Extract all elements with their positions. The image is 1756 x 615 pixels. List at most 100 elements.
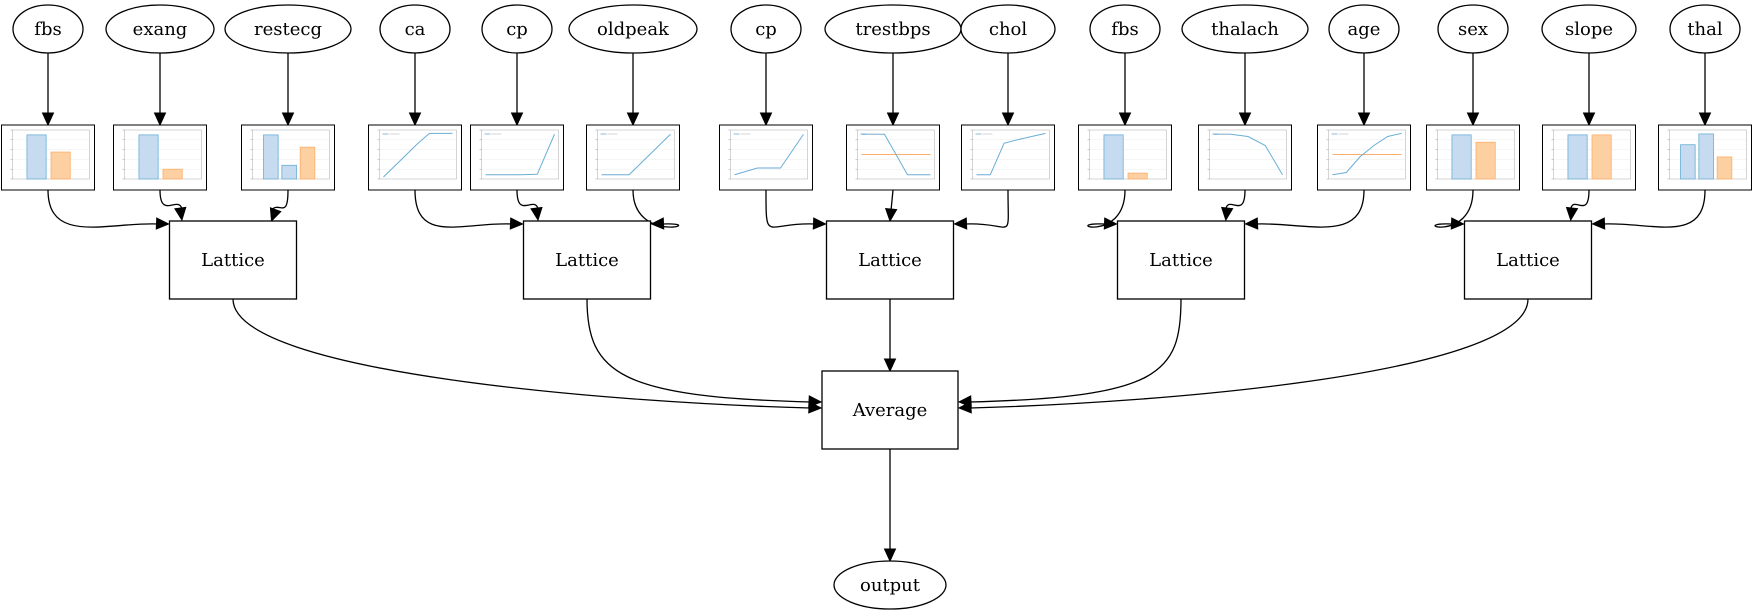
input-ellipse: [105, 4, 215, 54]
edge-calibrator-to-lattice: [632, 189, 680, 230]
input-ellipse: [960, 4, 1056, 54]
calibrator-bar: [1716, 156, 1733, 180]
calibrator-bar: [1127, 172, 1148, 180]
output-node: output: [833, 560, 947, 610]
input-node-sex: sex: [1437, 4, 1509, 54]
input-label: slope: [1565, 19, 1613, 40]
calibrator-bar: [1475, 141, 1496, 180]
average-label: Average: [852, 400, 928, 421]
edge-calibrator-to-lattice: [516, 189, 543, 222]
edge-input-to-calibrator: [759, 53, 773, 127]
calibrator-plot-10: [1078, 124, 1172, 191]
edge-calibrator-to-lattice: [47, 189, 170, 230]
input-node-thal: thal: [1669, 4, 1741, 54]
calibrator-line: [734, 133, 804, 176]
edge-input-to-calibrator: [510, 53, 524, 127]
calibrator-bar: [299, 146, 316, 180]
input-node-fbs: fbs: [1089, 4, 1161, 54]
edge-calibrator-to-lattice: [953, 189, 1009, 230]
edge-input-to-calibrator: [626, 53, 640, 127]
input-ellipse: [730, 4, 802, 54]
lattice-node-4: Lattice: [1116, 220, 1246, 300]
calibrator-bar: [1680, 144, 1696, 180]
edge-input-to-calibrator: [153, 53, 167, 127]
edge-input-to-calibrator: [1001, 53, 1015, 127]
calibrator-line: [1332, 132, 1402, 176]
input-label: fbs: [1111, 19, 1138, 40]
calibrator-line: [601, 133, 671, 176]
edge-average-to-output: [883, 449, 897, 563]
input-node-ca: ca: [379, 4, 451, 54]
input-ellipse: [379, 4, 451, 54]
calibrator-plot-12: [1317, 124, 1411, 191]
input-label: thalach: [1211, 19, 1279, 40]
calibrator-plot-2: [113, 124, 207, 191]
calibrator-bar: [1103, 134, 1124, 180]
edge-calibrator-to-lattice: [1244, 189, 1365, 230]
edge-input-to-calibrator: [41, 53, 55, 127]
edge-calibrator-to-lattice: [1087, 189, 1126, 230]
calibrator-bar: [162, 168, 183, 180]
input-ellipse: [1328, 4, 1400, 54]
calibrator-bar: [50, 151, 71, 180]
edge-input-to-calibrator: [1698, 53, 1712, 127]
input-label: trestbps: [855, 19, 930, 40]
input-label: age: [1348, 19, 1381, 40]
input-node-exang: exang: [105, 4, 215, 54]
input-label: exang: [133, 19, 188, 40]
calibrator-plot-1: [1, 124, 95, 191]
edge-input-to-calibrator: [281, 53, 295, 127]
input-label: thal: [1687, 19, 1723, 40]
edge-calibrator-to-lattice: [159, 189, 187, 222]
edge-input-to-calibrator: [1118, 53, 1132, 127]
edge-calibrator-to-lattice: [1434, 189, 1474, 230]
edges: [41, 53, 1712, 563]
input-ellipse: [1437, 4, 1509, 54]
edge-calibrator-to-lattice: [765, 189, 827, 230]
edge-input-to-calibrator: [408, 53, 422, 127]
calibrator-plot-4: [368, 124, 462, 191]
average-node: Average: [821, 370, 959, 450]
edge-input-to-calibrator: [1357, 53, 1371, 127]
input-ellipse: [1089, 4, 1161, 54]
edge-calibrator-to-lattice: [1220, 189, 1246, 222]
input-label: cp: [506, 19, 528, 40]
input-label: ca: [405, 19, 426, 40]
lattice-label: Lattice: [858, 250, 922, 271]
input-node-trestbps: trestbps: [824, 4, 962, 54]
calibrator-plot-11: [1198, 124, 1292, 191]
input-label: chol: [989, 19, 1028, 40]
input-label: restecg: [254, 19, 322, 40]
lattice-node-5: Lattice: [1463, 220, 1593, 300]
input-node-cp: cp: [730, 4, 802, 54]
edge-calibrator-to-lattice: [1591, 189, 1706, 230]
input-node-oldpeak: oldpeak: [568, 4, 698, 54]
calibrator-plot-5: [470, 124, 564, 191]
calibrator-bar: [263, 134, 279, 180]
lattice-label: Lattice: [201, 250, 265, 271]
input-ellipse: [1181, 4, 1309, 54]
calibrator-plot-3: [241, 124, 335, 191]
input-label: sex: [1458, 19, 1488, 40]
lattice-node-1: Lattice: [168, 220, 298, 300]
calibrator-plot-6: [586, 124, 680, 191]
edge-lattice-to-average: [883, 299, 897, 373]
input-node-chol: chol: [960, 4, 1056, 54]
calibrator-bar: [138, 134, 159, 180]
edge-calibrator-to-lattice: [414, 189, 524, 230]
edge-lattice-to-average: [957, 298, 1529, 414]
edge-calibrator-to-lattice: [884, 189, 898, 223]
input-label: cp: [755, 19, 777, 40]
edge-calibrator-to-lattice: [1565, 189, 1590, 222]
input-ellipse: [568, 4, 698, 54]
edge-input-to-calibrator: [1466, 53, 1480, 127]
input-node-slope: slope: [1541, 4, 1637, 54]
edge-input-to-calibrator: [886, 53, 900, 127]
nodes: fbs exang restecg ca cp oldpeak cp trestbps chol…: [1, 4, 1752, 610]
calibrator-plot-13: [1426, 124, 1520, 191]
calibrator-bar: [1698, 133, 1714, 180]
input-node-age: age: [1328, 4, 1400, 54]
calibrator-bar: [26, 134, 47, 180]
edge-input-to-calibrator: [1582, 53, 1596, 127]
